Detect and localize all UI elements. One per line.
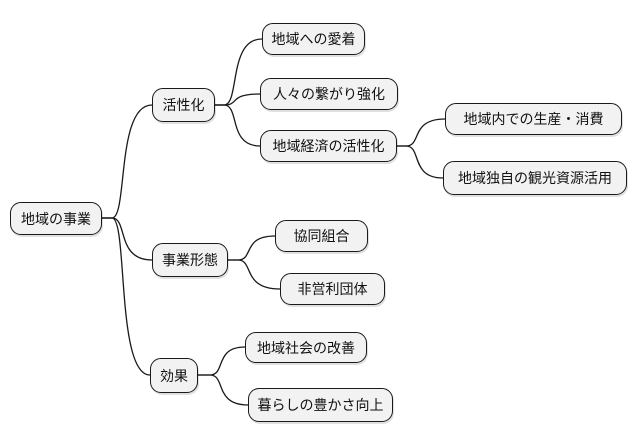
edge-root-kouka xyxy=(101,217,151,376)
node-kyoudou-kumiai: 協同組合 xyxy=(275,220,368,252)
edge-kasseika-tsunagari xyxy=(214,93,261,106)
node-seisan-shouhi: 地域内での生産・消費 xyxy=(445,103,622,135)
edge-kouka-kurashi xyxy=(197,374,249,406)
node-kurashi-yutakasa: 暮らしの豊かさ向上 xyxy=(248,388,393,422)
node-shakai-kaizen: 地域社会の改善 xyxy=(245,332,367,363)
node-kankou-shigen: 地域独自の観光資源活用 xyxy=(443,161,627,195)
node-hitobito-tsunagari: 人々の繋がり強化 xyxy=(260,78,398,110)
edge-jigyokeitai-kyoudou xyxy=(227,235,276,261)
edge-kasseika-keizai xyxy=(214,104,261,147)
edge-root-kasseika xyxy=(101,104,153,219)
node-kouka: 効果 xyxy=(150,358,198,393)
node-kasseika: 活性化 xyxy=(152,88,215,122)
node-root: 地域の事業 xyxy=(10,202,102,235)
edge-jigyokeitai-hieiri xyxy=(227,259,281,290)
node-chiiki-keizai: 地域経済の活性化 xyxy=(260,130,397,162)
node-hieiri-dantai: 非営利団体 xyxy=(280,273,385,305)
node-jigyou-keitai: 事業形態 xyxy=(152,243,228,277)
edge-keizai-kankou xyxy=(396,145,444,179)
edge-root-jigyokeitai xyxy=(101,217,153,261)
edge-kouka-shakai xyxy=(197,346,246,376)
edge-keizai-seisan xyxy=(396,118,446,147)
edge-kasseika-aichaku xyxy=(214,38,263,106)
node-chiiki-aichaku: 地域への愛着 xyxy=(262,23,365,55)
